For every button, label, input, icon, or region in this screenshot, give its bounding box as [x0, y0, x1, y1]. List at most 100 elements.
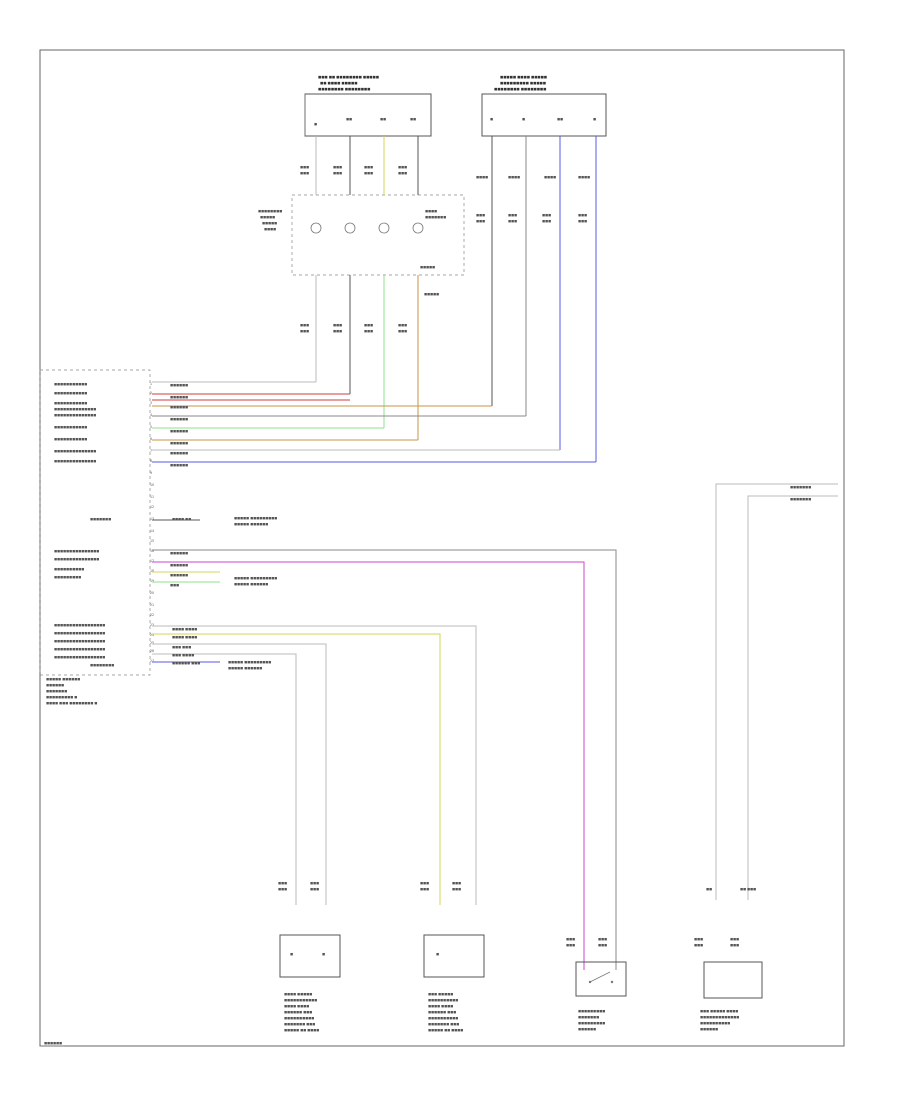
svg-text:■■■■■■: ■■■■■■: [46, 683, 64, 687]
svg-text:■■■■: ■■■■: [425, 209, 437, 213]
svg-text:■■■: ■■■: [300, 329, 309, 333]
svg-text:■■■■■■■■■■■■■■: ■■■■■■■■■■■■■■: [54, 459, 96, 463]
svg-text:18: 18: [150, 569, 154, 573]
svg-text:■■■: ■■■: [278, 887, 287, 891]
svg-text:■■■: ■■■: [542, 213, 551, 217]
svg-text:■■■■■■■■■■: ■■■■■■■■■■: [428, 998, 458, 1002]
svg-text:■■■■■■ ■■■: ■■■■■■ ■■■: [172, 661, 200, 665]
svg-text:5: 5: [150, 425, 152, 429]
svg-text:■■■■■■■■■■■■■■■■■: ■■■■■■■■■■■■■■■■■: [54, 655, 105, 659]
svg-text:■■: ■■: [380, 117, 386, 121]
svg-text:■■■■■■■: ■■■■■■■: [90, 517, 111, 521]
ground-icon: ■■■■■■: [40, 1041, 64, 1047]
svg-text:■■■: ■■■: [333, 165, 342, 169]
svg-text:24: 24: [150, 633, 154, 637]
svg-text:■■■■■■■■■■: ■■■■■■■■■■: [284, 1016, 314, 1020]
svg-text:13: 13: [150, 517, 154, 521]
svg-text:■■■: ■■■: [420, 881, 429, 885]
svg-text:■■■: ■■■: [694, 943, 703, 947]
svg-text:■: ■: [322, 952, 325, 956]
svg-text:■■■■■ ■■■■■■: ■■■■■ ■■■■■■: [46, 677, 80, 681]
wire-segment: [152, 549, 617, 970]
svg-text:■: ■: [593, 117, 596, 121]
svg-text:■■■■■■■■■■■■■■■■■: ■■■■■■■■■■■■■■■■■: [54, 623, 105, 627]
svg-text:■■: ■■: [557, 117, 563, 121]
svg-text:■: ■: [522, 117, 525, 121]
component-seatbelt-sensor-center: ■■■■■■ ■■■■■■ ■ ■■■ ■■■■■ ■■■■■■■■■■ ■■■…: [420, 881, 485, 1032]
svg-text:22: 22: [150, 613, 154, 617]
svg-text:■■■■■■: ■■■■■■: [170, 551, 188, 555]
svg-text:■■■ ■■■■■ ■■■■: ■■■ ■■■■■ ■■■■: [700, 1009, 738, 1013]
horizontal-wires: [152, 381, 617, 970]
svg-text:20: 20: [150, 591, 154, 595]
svg-text:■■■■■■: ■■■■■■: [170, 563, 188, 567]
svg-text:■■■■■ ■■■■■■■■■: ■■■■■ ■■■■■■■■■: [228, 660, 271, 664]
svg-text:4: 4: [150, 413, 152, 417]
svg-text:■■■■■■: ■■■■■■: [170, 441, 188, 445]
svg-text:■■■: ■■■: [310, 881, 319, 885]
svg-text:■■■: ■■■: [364, 329, 373, 333]
wire-segment: [747, 495, 838, 900]
svg-text:21: 21: [150, 603, 154, 607]
svg-text:■: ■: [290, 952, 293, 956]
svg-text:■■■: ■■■: [578, 213, 587, 217]
svg-text:■■■ ■■■■: ■■■ ■■■■: [172, 653, 194, 657]
svg-text:27: 27: [150, 659, 154, 663]
svg-text:■■■: ■■■: [542, 219, 551, 223]
svg-text:10: 10: [150, 483, 154, 487]
wire-segment: [715, 483, 838, 900]
right-circuit: ■■■■■■■ ■■■■■■■: [715, 483, 838, 900]
svg-text:■■■■■■■ ■■■: ■■■■■■■ ■■■: [284, 1022, 315, 1026]
svg-text:16: 16: [150, 549, 154, 553]
svg-text:■■■■■■■■■■■■■■: ■■■■■■■■■■■■■■: [54, 413, 96, 417]
svg-text:19: 19: [150, 579, 154, 583]
svg-text:■■■■■■■■■: ■■■■■■■■■: [578, 1009, 605, 1013]
svg-text:■■■■■: ■■■■■: [424, 292, 439, 296]
svg-text:■■■■: ■■■■: [578, 175, 590, 179]
svg-text:■■■■ ■■■■: ■■■■ ■■■■: [428, 1004, 453, 1008]
svg-text:■■■: ■■■: [333, 171, 342, 175]
svg-text:■■: ■■: [706, 887, 712, 891]
svg-text:■■■■■■■■■ ■: ■■■■■■■■■ ■: [46, 695, 77, 699]
svg-text:■■: ■■: [346, 117, 352, 121]
connector-left-top: ■■■ ■■ ■■■■■■■■ ■■■■■ ■■ ■■■■ ■■■■■ ■■■■…: [304, 75, 432, 137]
svg-text:■■■: ■■■: [566, 943, 575, 947]
wire-segment: [152, 633, 441, 905]
svg-text:6: 6: [150, 437, 152, 441]
diagram-frame: [39, 49, 845, 1047]
splice-node-icon: [378, 222, 390, 234]
svg-text:■■■■■■■■■: ■■■■■■■■■: [54, 575, 81, 579]
svg-text:■■■: ■■■: [398, 323, 407, 327]
svg-text:■■■: ■■■: [333, 329, 342, 333]
svg-text:■■■■■ ■■■■■■: ■■■■■ ■■■■■■: [234, 582, 268, 586]
svg-text:■■■: ■■■: [170, 583, 179, 587]
svg-text:■■■ ■■■: ■■■ ■■■: [172, 645, 191, 649]
svg-text:■■■: ■■■: [476, 219, 485, 223]
svg-text:■■■■■: ■■■■■: [260, 215, 275, 219]
svg-text:■■■: ■■■: [598, 943, 607, 947]
svg-text:■■■■■: ■■■■■: [420, 265, 435, 269]
top-vertical-wires: [315, 136, 597, 462]
svg-text:■■■■■■■■ ■■■■■■■■: ■■■■■■■■ ■■■■■■■■: [494, 87, 546, 91]
svg-text:3: 3: [150, 401, 152, 405]
svg-text:■■■■: ■■■■: [476, 175, 488, 179]
svg-text:■■■: ■■■: [364, 171, 373, 175]
svg-text:■■■■■■ ■■■: ■■■■■■ ■■■: [428, 1010, 456, 1014]
switch-contact-icon: [588, 971, 614, 984]
splice-node-icon: [412, 222, 424, 234]
svg-text:7: 7: [150, 449, 152, 453]
svg-text:■■■■ ■■■■: ■■■■ ■■■■: [172, 635, 197, 639]
svg-text:■■■: ■■■: [398, 171, 407, 175]
connector-right-top: ■■■■■ ■■■■ ■■■■■ ■■■■■■■■■ ■■■■■ ■■■■■■■…: [481, 75, 607, 137]
svg-text:■■■■■ ■■■■ ■■■■■: ■■■■■ ■■■■ ■■■■■: [500, 75, 547, 79]
svg-text:■■■■■■: ■■■■■■: [170, 463, 188, 467]
svg-text:■■■■■: ■■■■■: [262, 221, 277, 225]
svg-text:■■■: ■■■: [300, 165, 309, 169]
svg-text:■■■■■■■■: ■■■■■■■■: [258, 209, 282, 213]
component-right-module: ■■ ■■ ■■■ ■■■■■■ ■■■■■■ ■■■ ■■■■■ ■■■■ ■…: [694, 887, 763, 1031]
svg-text:■■■■■■: ■■■■■■: [578, 1027, 596, 1031]
svg-text:15: 15: [150, 539, 154, 543]
svg-text:■■■■ ■■■■: ■■■■ ■■■■: [172, 627, 197, 631]
svg-text:12: 12: [150, 505, 154, 509]
svg-text:■■■: ■■■: [278, 881, 287, 885]
